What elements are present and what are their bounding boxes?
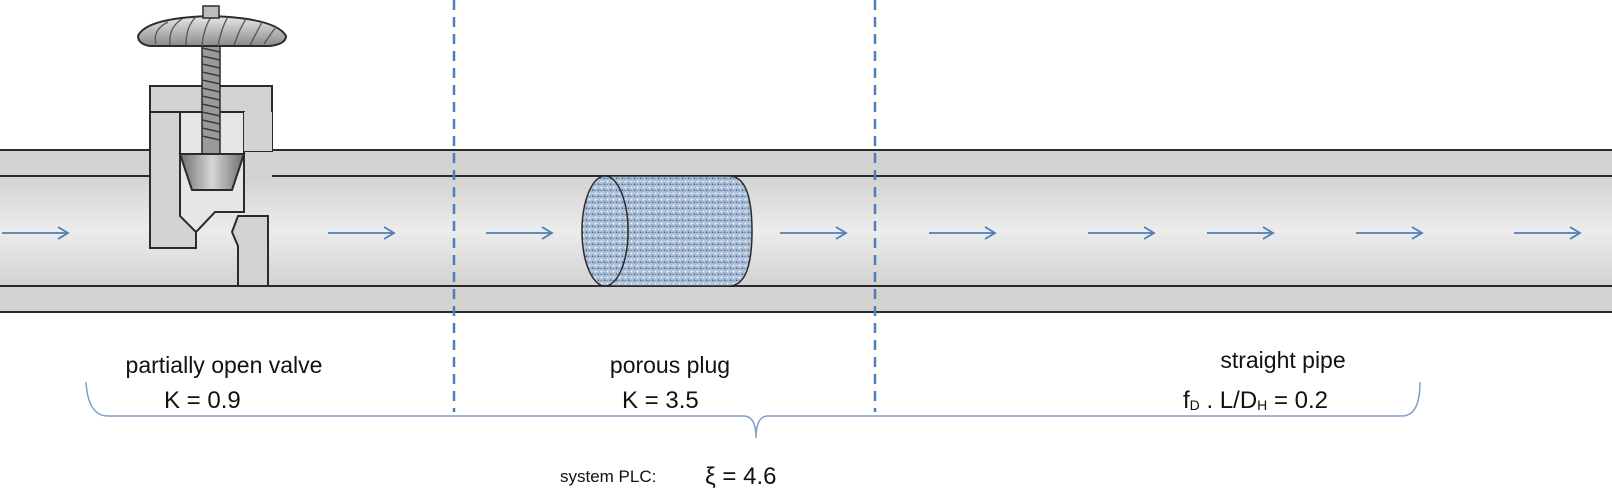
flow-arrows <box>2 226 1582 240</box>
flow-arrow-icon <box>1514 226 1582 240</box>
plug-title: porous plug <box>609 352 731 378</box>
flow-arrow-icon <box>1356 226 1424 240</box>
pipe-friction-value: fD . L/DH = 0.2 <box>1183 387 1328 415</box>
valve-seat <box>230 215 269 287</box>
valve-right-wall <box>244 112 272 151</box>
system-brace <box>85 381 1421 439</box>
system-plc-label: system PLC: <box>560 467 657 486</box>
plug-k-value: K = 3.5 <box>622 387 699 414</box>
flow-arrow-icon <box>1207 226 1275 240</box>
flow-arrow-icon <box>780 226 848 240</box>
valve-k-value: K = 0.9 <box>164 387 241 414</box>
valve-title: partially open valve <box>125 352 323 378</box>
friction-factor-subscript: D <box>1189 397 1200 413</box>
system-plc-value: ξ = 4.6 <box>705 463 777 490</box>
porous-plug <box>581 175 753 287</box>
pipe-title: straight pipe <box>1220 347 1346 373</box>
length-diameter-ratio: . L/D <box>1199 387 1258 414</box>
valve-handwheel-icon <box>136 5 288 47</box>
flow-arrow-icon <box>2 226 70 240</box>
friction-result: = 0.2 <box>1267 387 1328 414</box>
valve-cone <box>178 153 246 191</box>
flow-arrow-icon <box>328 226 396 240</box>
flow-arrow-icon <box>929 226 997 240</box>
flow-arrow-icon <box>486 226 554 240</box>
hydraulic-diameter-subscript: H <box>1257 397 1268 413</box>
valve-left-stub <box>149 111 197 249</box>
flow-arrow-icon <box>1088 226 1156 240</box>
friction-factor-symbol: f <box>1183 387 1190 414</box>
